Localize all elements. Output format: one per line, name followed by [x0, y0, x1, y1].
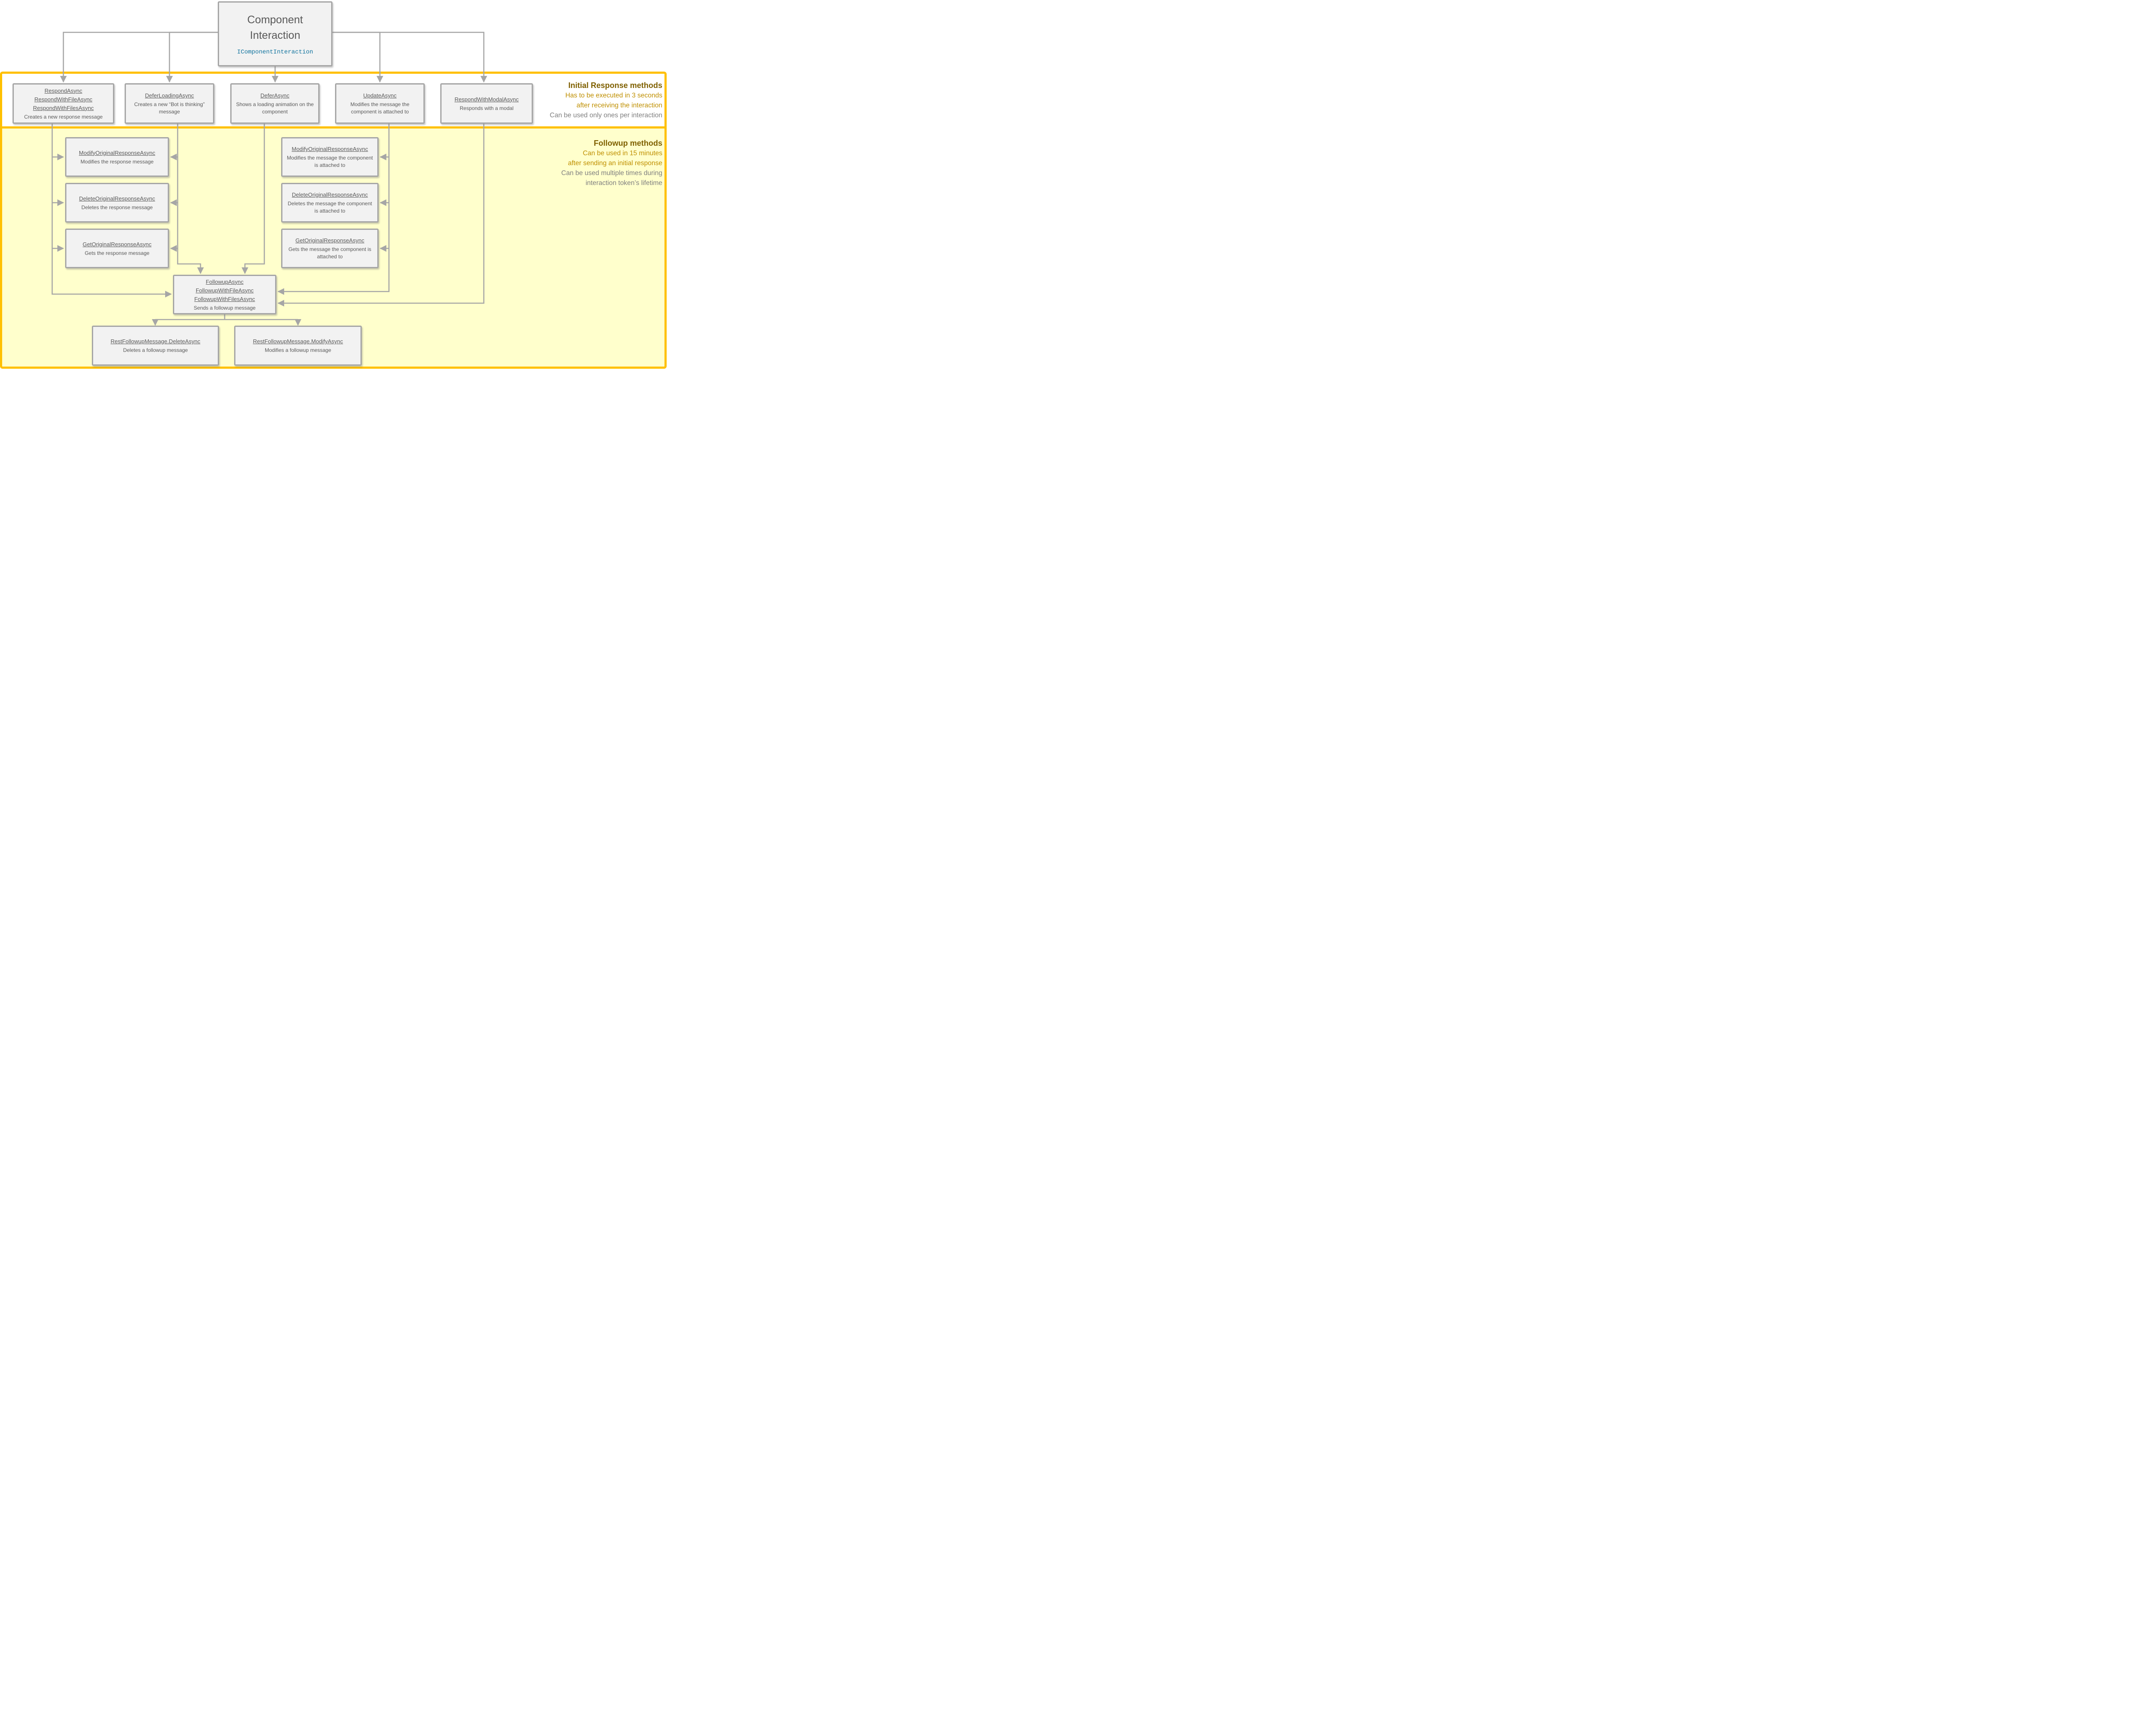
node-description: Creates a new “Bot is thinking” message — [134, 101, 205, 115]
method-name: UpdateAsync — [363, 92, 397, 99]
initial-annotation-title: Initial Response methods — [568, 81, 662, 90]
followup-annotation-note: Can be used multiple times during — [561, 169, 662, 177]
method-name: RespondWithModalAsync — [454, 96, 519, 103]
followup-annotation-line: after sending an initial response — [568, 160, 662, 167]
followup-annotation-line: Can be used in 15 minutes — [583, 150, 662, 157]
node-description: Modifies a followup message — [264, 347, 332, 353]
initial-annotation-line: Has to be executed in 3 seconds — [565, 92, 662, 99]
node-rest-followup-modify-async: RestFollowupMessage.ModifyAsync Modifies… — [234, 326, 362, 366]
node-modify-original-response-middle: ModifyOriginalResponseAsync Modifies the… — [281, 137, 379, 177]
node-respond-async: RespondAsync RespondWithFileAsync Respon… — [13, 83, 114, 124]
node-description: Deletes the response message — [81, 204, 153, 210]
node-description: Modifies the response message — [80, 158, 154, 165]
connector-lines — [51, 31, 487, 326]
node-description: Deletes the message the component is att… — [288, 201, 372, 214]
method-name: FollowupAsync — [206, 278, 244, 285]
node-description: Deletes a followup message — [123, 347, 188, 353]
node-description: Responds with a modal — [460, 105, 514, 111]
node-respond-with-modal-async: RespondWithModalAsync Responds with a mo… — [440, 83, 533, 124]
method-name: FollowupWithFilesAsync — [194, 295, 255, 302]
method-name: DeleteOriginalResponseAsync — [79, 195, 155, 202]
node-followup-async: FollowupAsync FollowupWithFileAsync Foll… — [173, 275, 276, 314]
node-description: Modifies the message the component is at… — [350, 101, 410, 115]
method-name: GetOriginalResponseAsync — [295, 237, 364, 244]
node-description: Sends a followup message — [194, 304, 256, 311]
method-name: RestFollowupMessage.DeleteAsync — [110, 338, 201, 345]
root-title-line1: Component — [247, 14, 303, 26]
followup-annotation-note: interaction token’s lifetime — [585, 179, 662, 187]
diagram-canvas: Component Interaction IComponentInteract… — [0, 0, 667, 369]
method-name: RestFollowupMessage.ModifyAsync — [253, 338, 343, 345]
node-delete-original-response-left: DeleteOriginalResponseAsync Deletes the … — [65, 183, 169, 223]
node-delete-original-response-middle: DeleteOriginalResponseAsync Deletes the … — [281, 183, 379, 223]
node-component-interaction: Component Interaction IComponentInteract… — [218, 1, 332, 66]
method-name: FollowupWithFileAsync — [195, 287, 254, 294]
node-description: Gets the message the component is attach… — [288, 246, 372, 260]
node-description: Shows a loading animation on the compone… — [236, 101, 314, 115]
method-name: DeferAsync — [260, 92, 290, 99]
followup-bottom-connectors — [152, 314, 301, 326]
root-fanout-connectors — [60, 31, 487, 83]
initial-annotation-line: after receiving the interaction — [576, 102, 662, 109]
respond-with-modal-connector — [277, 124, 485, 307]
node-defer-async: DeferAsync Shows a loading animation on … — [230, 83, 320, 124]
followup-annotation: Followup methods Can be used in 15 minut… — [438, 138, 662, 188]
followup-annotation-title: Followup methods — [594, 139, 662, 147]
method-name: RespondWithFilesAsync — [33, 104, 94, 111]
method-name: RespondWithFileAsync — [34, 96, 93, 103]
node-modify-original-response-left: ModifyOriginalResponseAsync Modifies the… — [65, 137, 169, 177]
defer-loading-async-connectors — [170, 124, 204, 274]
update-async-connectors — [277, 124, 390, 295]
node-update-async: UpdateAsync Modifies the message the com… — [335, 83, 425, 124]
method-name: GetOriginalResponseAsync — [82, 241, 152, 248]
initial-response-annotation: Initial Response methods Has to be execu… — [438, 80, 662, 120]
initial-annotation-note: Can be used only ones per interaction — [549, 112, 662, 119]
defer-async-connector — [241, 124, 265, 274]
node-get-original-response-left: GetOriginalResponseAsync Gets the respon… — [65, 229, 169, 268]
node-defer-loading-async: DeferLoadingAsync Creates a new “Bot is … — [125, 83, 214, 124]
method-name: DeferLoadingAsync — [145, 92, 194, 99]
method-name: RespondAsync — [44, 87, 82, 94]
method-name: ModifyOriginalResponseAsync — [78, 149, 156, 156]
root-title-line2: Interaction — [250, 29, 301, 41]
respond-async-connectors — [51, 124, 172, 298]
root-interface-name: IComponentInteraction — [237, 49, 313, 56]
node-get-original-response-middle: GetOriginalResponseAsync Gets the messag… — [281, 229, 379, 268]
node-description: Creates a new response message — [24, 113, 103, 120]
method-name: DeleteOriginalResponseAsync — [291, 191, 368, 198]
node-rest-followup-delete-async: RestFollowupMessage.DeleteAsync Deletes … — [92, 326, 219, 366]
node-description: Modifies the message the component is at… — [287, 155, 373, 168]
method-name: ModifyOriginalResponseAsync — [291, 146, 368, 152]
node-description: Gets the response message — [85, 250, 150, 256]
